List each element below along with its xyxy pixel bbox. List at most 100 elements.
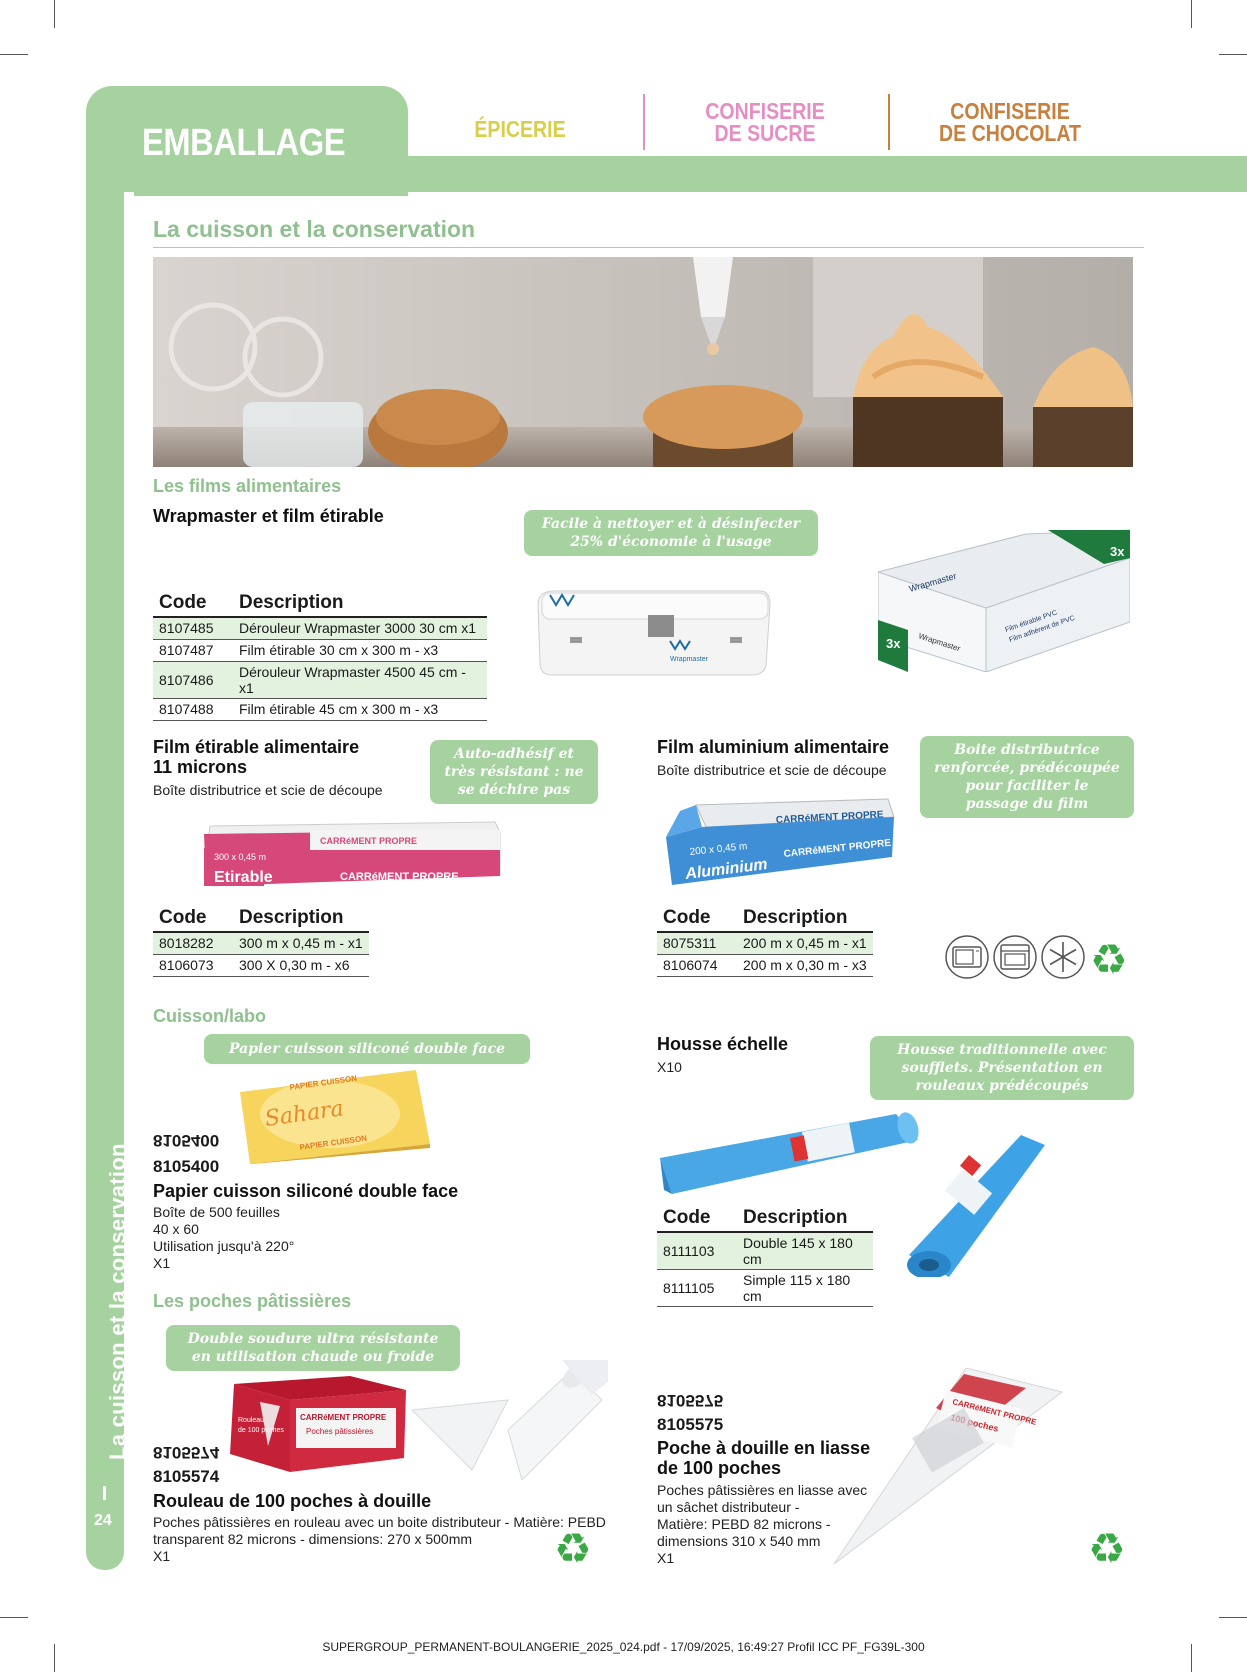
svg-text:♻: ♻ [1090, 935, 1128, 980]
recycle-icon: ♻ [1088, 1524, 1126, 1573]
svg-text:Wrapmaster: Wrapmaster [670, 656, 709, 663]
aluminium-subtitle: Boîte distributrice et scie de découpe [657, 762, 887, 778]
housse-pill: Housse traditionnelle avec soufflets. Pr… [870, 1036, 1134, 1100]
poches-heading: Les poches pâtissières [153, 1291, 352, 1311]
sidebar-title: La cuisson et la conservation [105, 1143, 130, 1460]
etirable-subtitle: Boîte distributrice et scie de découpe [153, 782, 383, 798]
cuisson-heading: Cuisson/labo [153, 1006, 267, 1026]
product-code: 8105400 [153, 1157, 220, 1176]
microwave-icon [945, 935, 989, 979]
liasse-title: Poche à douille en liasse de 100 poches [657, 1438, 871, 1478]
barcode-mirror-text: 8105400 [153, 1131, 220, 1150]
table-header-row: Code Description [657, 907, 873, 933]
etirable-title: Film étirable alimentaire 11 microns [153, 737, 360, 777]
col-description: Description [233, 592, 487, 618]
aluminium-pill: Boite distributrice renforcée, prédécoup… [920, 736, 1134, 818]
etirable-box-image: 300 x 0,45 m Etirable CARRéMENT PROPRE C… [200, 820, 505, 888]
housse-roll-vertical-image [905, 1135, 1045, 1279]
usage-icons: ♻ [944, 934, 1134, 984]
table-header-row: Code Description [153, 592, 487, 618]
tab-confiserie-chocolat[interactable]: CONFISERIE DE CHOCOLAT [939, 98, 1081, 146]
table-header-row: Code Description [153, 907, 369, 933]
aluminium-title: Film aluminium alimentaire [657, 737, 890, 757]
tab-confiserie-sucre[interactable]: CONFISERIE DE SUCRE [705, 98, 825, 146]
wrapmaster-dispenser-image: Wrapmaster [530, 585, 772, 680]
films-heading: Les films alimentaires [153, 476, 342, 496]
poche-roll-image [410, 1334, 623, 1481]
svg-text:Etirable: Etirable [214, 869, 273, 886]
nav-separator [888, 94, 890, 150]
svg-text:Poches pâtissières: Poches pâtissières [306, 1427, 373, 1436]
wrapmaster-pill: Facile à nettoyer et à désinfecter 25% d… [524, 510, 818, 556]
freezer-icon [1041, 935, 1085, 979]
housse-roll-image [660, 1110, 920, 1200]
etirable-pill: Auto-adhésif et très résistant : ne se d… [430, 740, 598, 804]
tab-emballage-label: EMBALLAGE [142, 122, 346, 164]
col-code: Code [657, 1207, 737, 1233]
oven-icon [993, 935, 1037, 979]
sidebar-edge [124, 192, 134, 1572]
recycle-icon: ♻ [1090, 935, 1128, 984]
svg-text:CARRéMENT PROPRE: CARRéMENT PROPRE [340, 871, 459, 883]
rouleau-details: Poches pâtissières en rouleau avec un bo… [153, 1514, 606, 1564]
wrapmaster-title: Wrapmaster et film étirable [153, 506, 384, 526]
cuisson-pill: Papier cuisson siliconé double face [204, 1034, 530, 1064]
table-header-row: Code Description [657, 1207, 873, 1233]
poches-pill: Double soudure ultra résistante en utili… [166, 1325, 460, 1371]
sidebar-tick [103, 1486, 106, 1500]
header-nav-area [408, 86, 1247, 156]
banner-photo [153, 257, 1133, 467]
svg-text:Rouleau: Rouleau [238, 1417, 264, 1424]
cuisson-title: Papier cuisson siliconé double face [153, 1181, 459, 1201]
barcode-mirror-text: 8105575 [657, 1391, 724, 1410]
col-code: Code [153, 592, 233, 618]
col-description: Description [233, 907, 369, 933]
rouleau-title: Rouleau de 100 poches à douille [153, 1491, 432, 1511]
papier-cuisson-box-image: PAPIER CUISSON Sahara PAPIER CUISSON [240, 1070, 430, 1164]
col-code: Code [153, 907, 233, 933]
svg-text:3x: 3x [1110, 544, 1125, 559]
svg-text:3x: 3x [886, 636, 901, 651]
svg-text:CARRéMENT PROPRE: CARRéMENT PROPRE [320, 836, 417, 846]
cuisson-details: Boîte de 500 feuilles 40 x 60 Utilisatio… [153, 1204, 295, 1271]
liasse-details: Poches pâtissières en liasse avec un sâc… [657, 1482, 868, 1566]
housse-subtitle: X10 [657, 1059, 682, 1075]
sidebar [86, 192, 124, 1570]
product-code: 8105574 [153, 1467, 220, 1486]
col-description: Description [737, 907, 873, 933]
tab-epicerie[interactable]: ÉPICERIE [474, 116, 566, 142]
nav-separator [643, 94, 645, 150]
recycle-icon: ♻ [554, 1524, 592, 1573]
housse-title: Housse échelle [657, 1034, 789, 1054]
print-footer: SUPERGROUP_PERMANENT-BOULANGERIE_2025_02… [322, 1640, 925, 1654]
svg-text:de 100 poches: de 100 poches [238, 1427, 284, 1434]
liasse-bag-image: CARRéMENT PROPRE 100 poches [826, 1367, 1066, 1565]
tab-emballage[interactable]: EMBALLAGE [86, 86, 408, 196]
col-code: Code [657, 907, 737, 933]
wrapmaster-film-box-image: Wrapmaster 3x 3x Wrapmaster Film étirabl… [877, 520, 1131, 673]
barcode-mirror-text: 8105574 [153, 1443, 220, 1462]
svg-text:300 x 0,45 m: 300 x 0,45 m [214, 852, 266, 862]
page-number: 24 [94, 1512, 112, 1529]
section-rule [153, 247, 1144, 248]
aluminium-box-image: 200 x 0,45 m Aluminium CARRéMENT PROPRE … [666, 797, 896, 887]
product-code: 8105575 [657, 1415, 724, 1434]
rouleau-box-image: CARRéMENT PROPRE Poches pâtissières Roul… [230, 1376, 406, 1472]
section-title: La cuisson et la conservation [153, 216, 476, 242]
svg-text:CARRéMENT PROPRE: CARRéMENT PROPRE [300, 1413, 387, 1422]
col-description: Description [737, 1207, 873, 1233]
